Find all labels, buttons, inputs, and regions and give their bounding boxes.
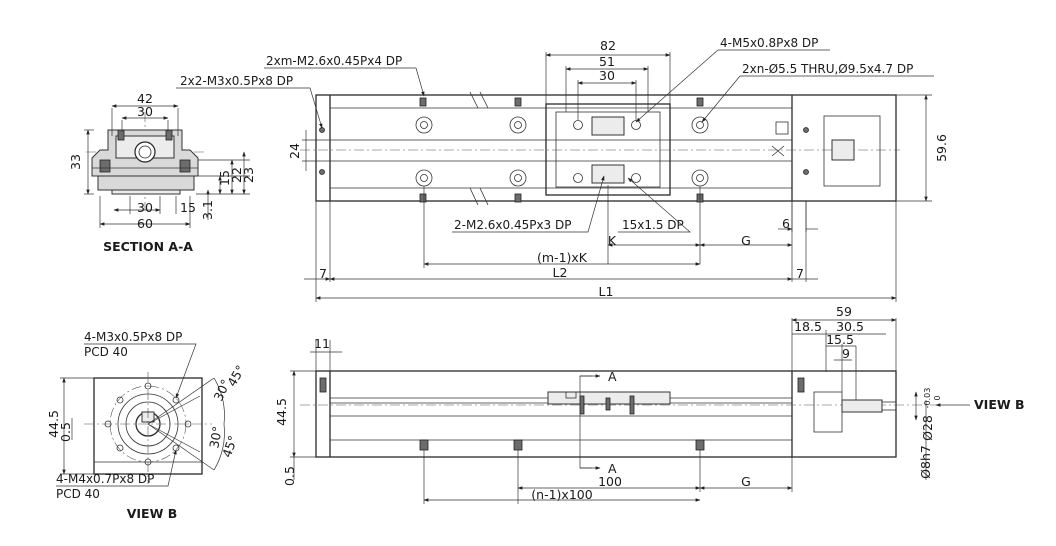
callout-m3-side: 2x2-M3x0.5Px8 DP [180,74,293,88]
dim-44-5-viewb: 44.5 [46,410,61,438]
dim-11: 11 [314,336,330,351]
dim-0-5-front: 0.5 [282,466,297,486]
dim-g: G [741,233,751,248]
dim-30-5: 30.5 [836,319,864,334]
callout-pcd-40-b: PCD 40 [56,487,100,501]
section-marker-a-top: A [608,369,617,384]
dim-100: 100 [598,474,622,489]
angle-30-bottom: 30° [206,425,225,449]
dim-51: 51 [599,54,615,69]
callout-m3-pcd: 4-M3x0.5Px8 DP [84,330,182,344]
dim-22: 22 [229,167,244,183]
dim-23: 23 [241,167,256,183]
top-holes [319,97,809,203]
dim-d28-tol-upper: -0.03 [923,388,932,409]
dim-15-vert: 15 [217,170,232,186]
dim-d28: Ø28 [920,415,935,441]
dim-n-1-100: (n-1)x100 [531,487,592,502]
callout-thru: 2xn-Ø5.5 THRU,Ø9.5x4.7 DP [742,62,913,76]
callout-m2-6-carriage: 2-M2.6x0.45Px3 DP [454,218,572,232]
dim-d8h7: Ø8h7 [918,445,933,479]
view-b: 44.5 0.5 30° 45° 30° 45° 4-M3x0.5Px8 DP … [46,330,248,521]
dim-l1: L1 [599,284,614,299]
dim-59-6: 59.6 [934,134,949,162]
dim-0-5-viewb: 0.5 [58,422,73,442]
dim-7-right: 7 [796,266,804,281]
dim-15-5: 15.5 [826,332,854,347]
top-view: 82 51 30 24 59.6 6 K G (m-1)xK L2 L1 7 7… [176,36,949,302]
dim-7-left: 7 [319,266,327,281]
dim-24: 24 [287,143,302,159]
section-title: SECTION A-A [103,239,193,254]
dim-3-1: 3.1 [200,200,215,220]
dim-18-5: 18.5 [794,319,822,334]
front-view: A A VIEW B 11 44.5 0.5 59 18.5 [274,304,1025,504]
dim-60: 60 [137,216,153,231]
dim-9: 9 [842,346,850,361]
callout-cbore: 15x1.5 DP [622,218,684,232]
view-b-arrow-label: VIEW B [974,397,1025,412]
angle-45-bottom: 45° [219,433,241,459]
dim-l2: L2 [553,265,568,280]
dim-33: 33 [68,154,83,170]
callout-pcd-40-a: PCD 40 [84,345,128,359]
dim-15-base: 15 [180,200,196,215]
dim-42: 42 [137,91,153,106]
dim-44-5-front: 44.5 [274,398,289,426]
callout-m2-6-top: 2xm-M2.6x0.45Px4 DP [266,54,402,68]
dim-d28-tol-lower: 0 [933,395,942,400]
dim-30-base: 30 [137,200,153,215]
dim-m-1-k: (m-1)xK [537,250,588,265]
callout-m5: 4-M5x0.8Px8 DP [720,36,818,50]
dim-82: 82 [600,38,616,53]
dim-30-top: 30 [137,104,153,119]
dim-30: 30 [599,68,615,83]
dim-6: 6 [782,216,790,231]
section-a-a-view: 42 30 33 15 22 23 30 15 60 3.1 SECTION A… [68,91,256,254]
dim-59: 59 [836,304,852,319]
dim-k: K [608,233,617,248]
view-b-title: VIEW B [127,506,178,521]
callout-m4-pcd: 4-M4x0.7Px8 DP [56,472,154,486]
section-marker-a-bottom: A [608,461,617,476]
dim-g-front: G [741,474,751,489]
